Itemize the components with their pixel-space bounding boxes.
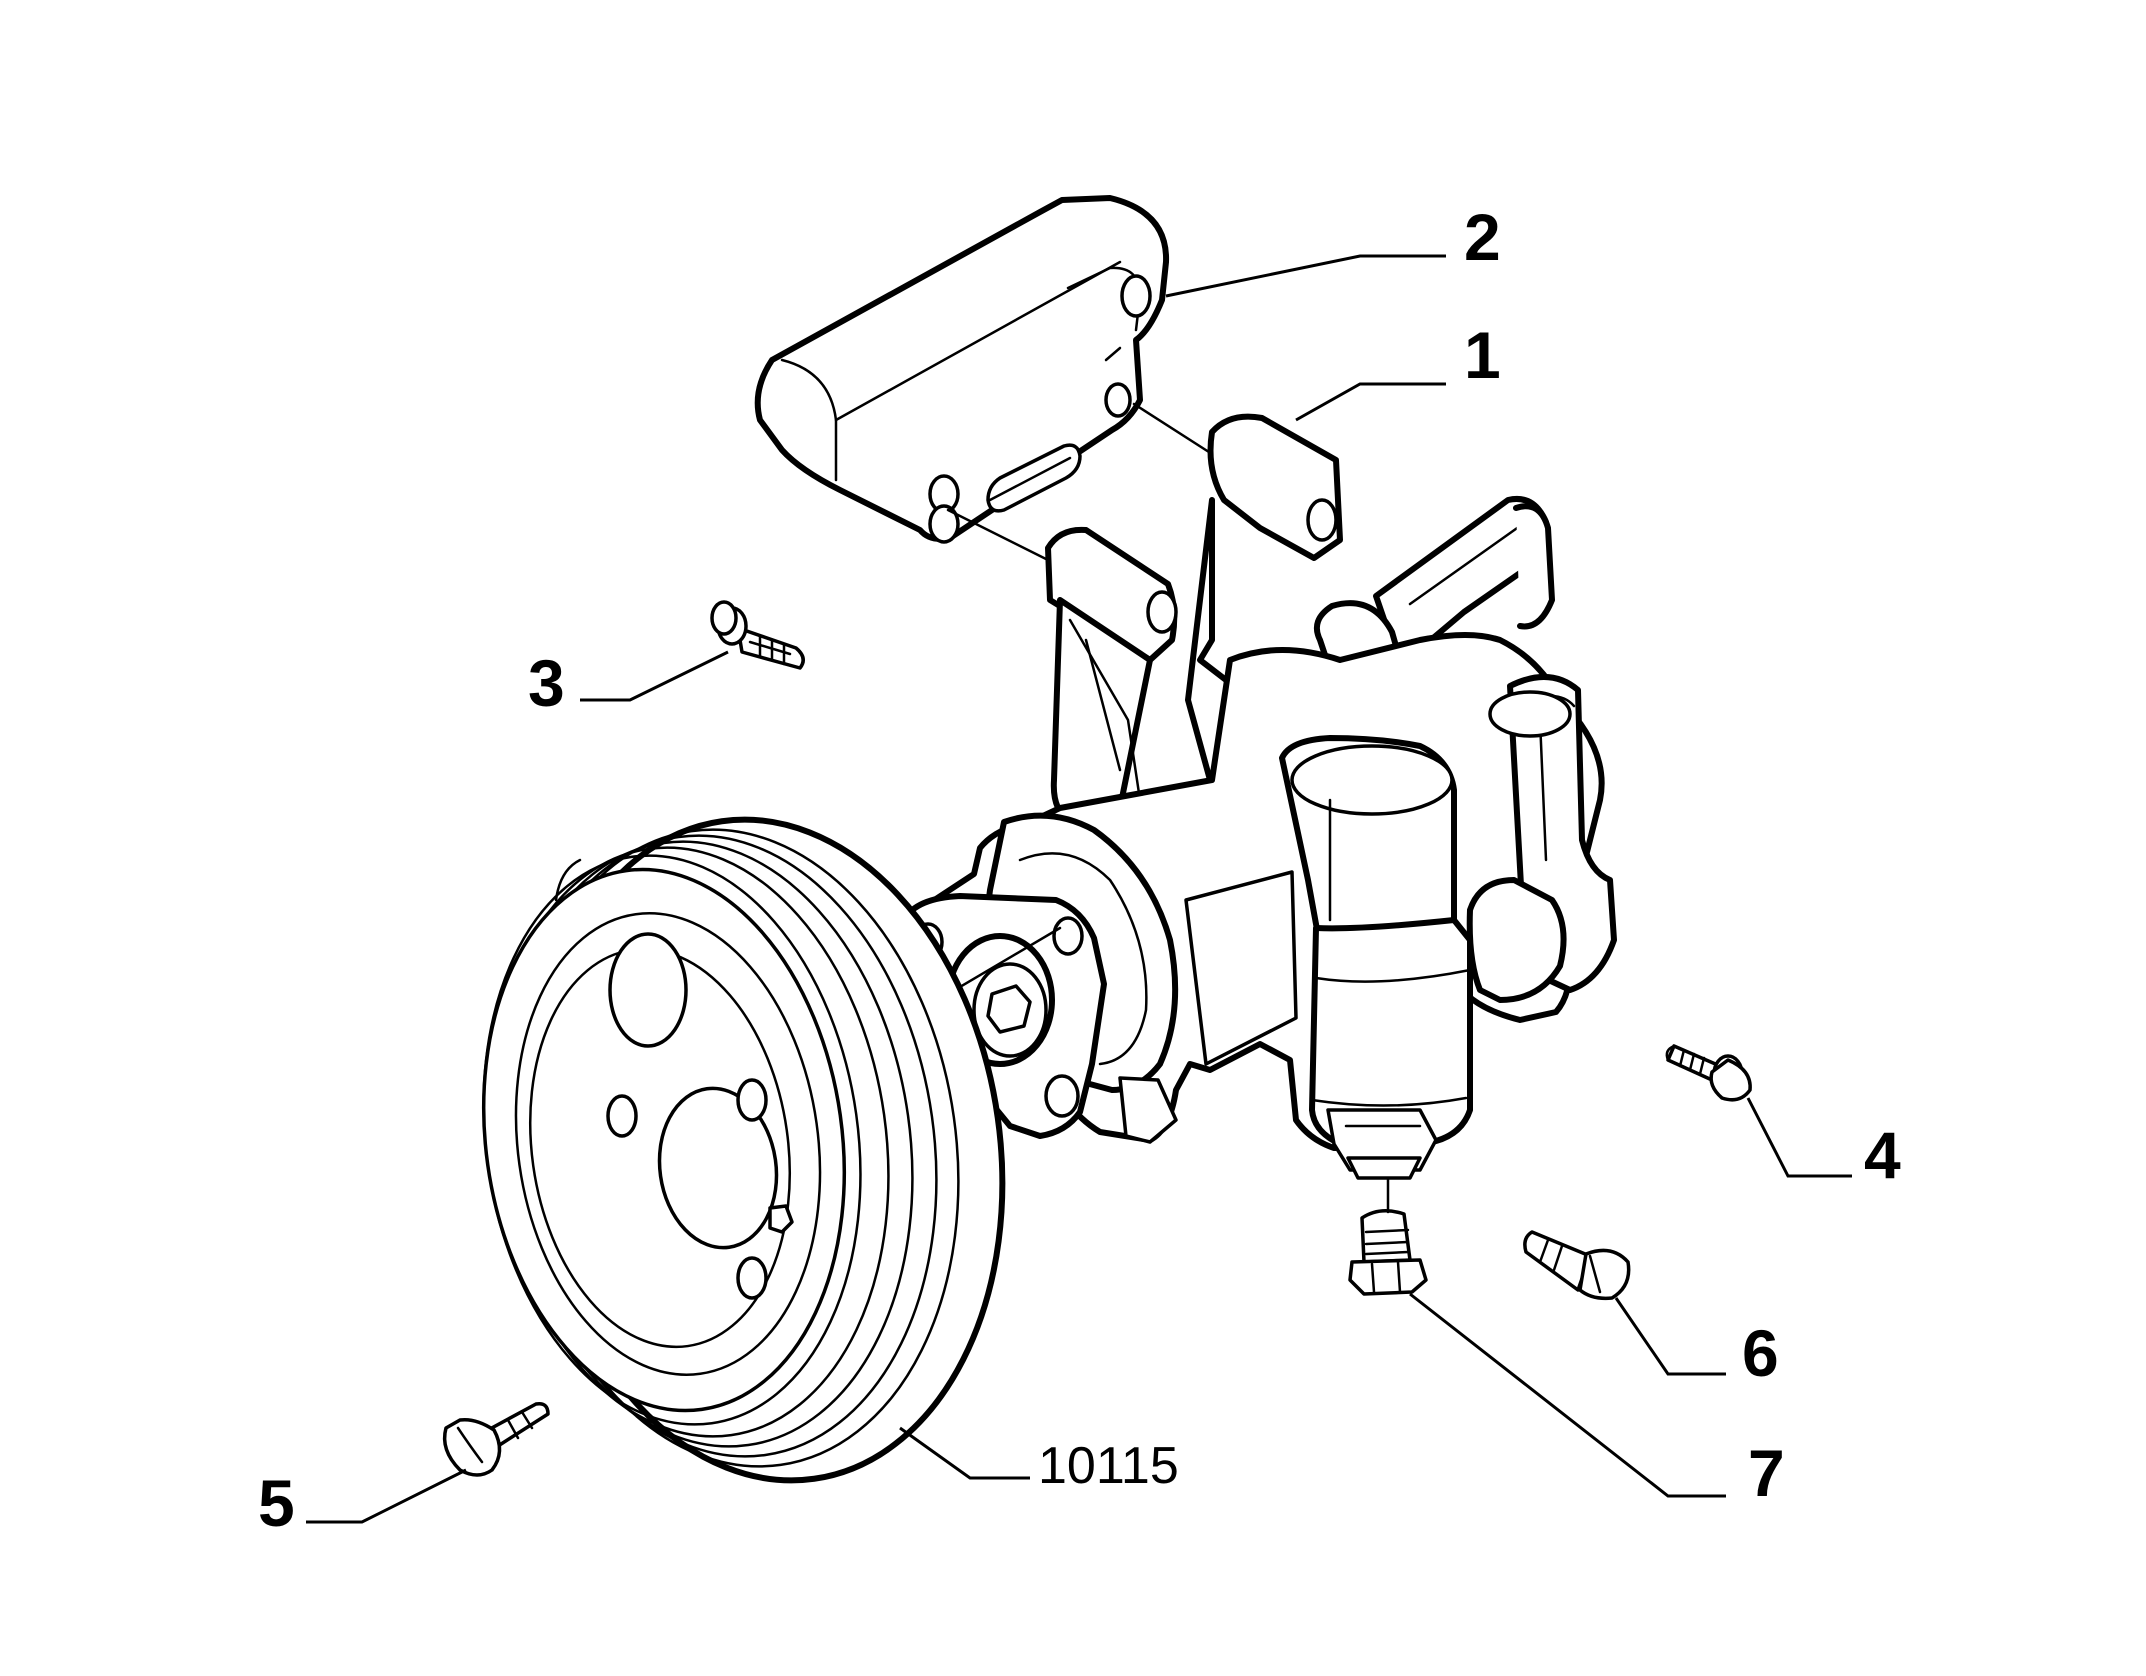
bracket-part[interactable] bbox=[754, 195, 1170, 544]
bolt-3-part[interactable] bbox=[710, 600, 805, 670]
alignment-line bbox=[1132, 402, 1214, 456]
callout-3: 3 bbox=[528, 646, 565, 720]
leader-line-5 bbox=[306, 1468, 467, 1524]
leader-line-7 bbox=[1409, 1292, 1726, 1498]
callout-6: 6 bbox=[1742, 1316, 1779, 1390]
leader-line-2 bbox=[1165, 254, 1446, 298]
bolt-6-part[interactable] bbox=[1523, 1230, 1631, 1301]
callout-1: 1 bbox=[1464, 318, 1501, 392]
fitting-7-part[interactable] bbox=[1348, 1176, 1428, 1296]
leader-line-1 bbox=[1295, 382, 1446, 422]
leader-line-4 bbox=[1746, 1097, 1852, 1178]
reference-code-10115: 10115 bbox=[1038, 1437, 1179, 1495]
callout-5: 5 bbox=[258, 1466, 295, 1540]
callout-2: 2 bbox=[1464, 200, 1501, 274]
leader-line-10115 bbox=[899, 1426, 1030, 1480]
alignment-line bbox=[946, 508, 1050, 562]
bolt-4-part[interactable] bbox=[1665, 1044, 1752, 1102]
pulley-part[interactable] bbox=[448, 789, 1044, 1511]
bolt-5-part[interactable] bbox=[442, 1401, 550, 1477]
leader-line-3 bbox=[580, 650, 729, 702]
pump-body-part[interactable] bbox=[901, 413, 1617, 1180]
leader-line-6 bbox=[1614, 1297, 1726, 1376]
callout-7: 7 bbox=[1748, 1436, 1785, 1510]
callout-4: 4 bbox=[1864, 1118, 1901, 1192]
